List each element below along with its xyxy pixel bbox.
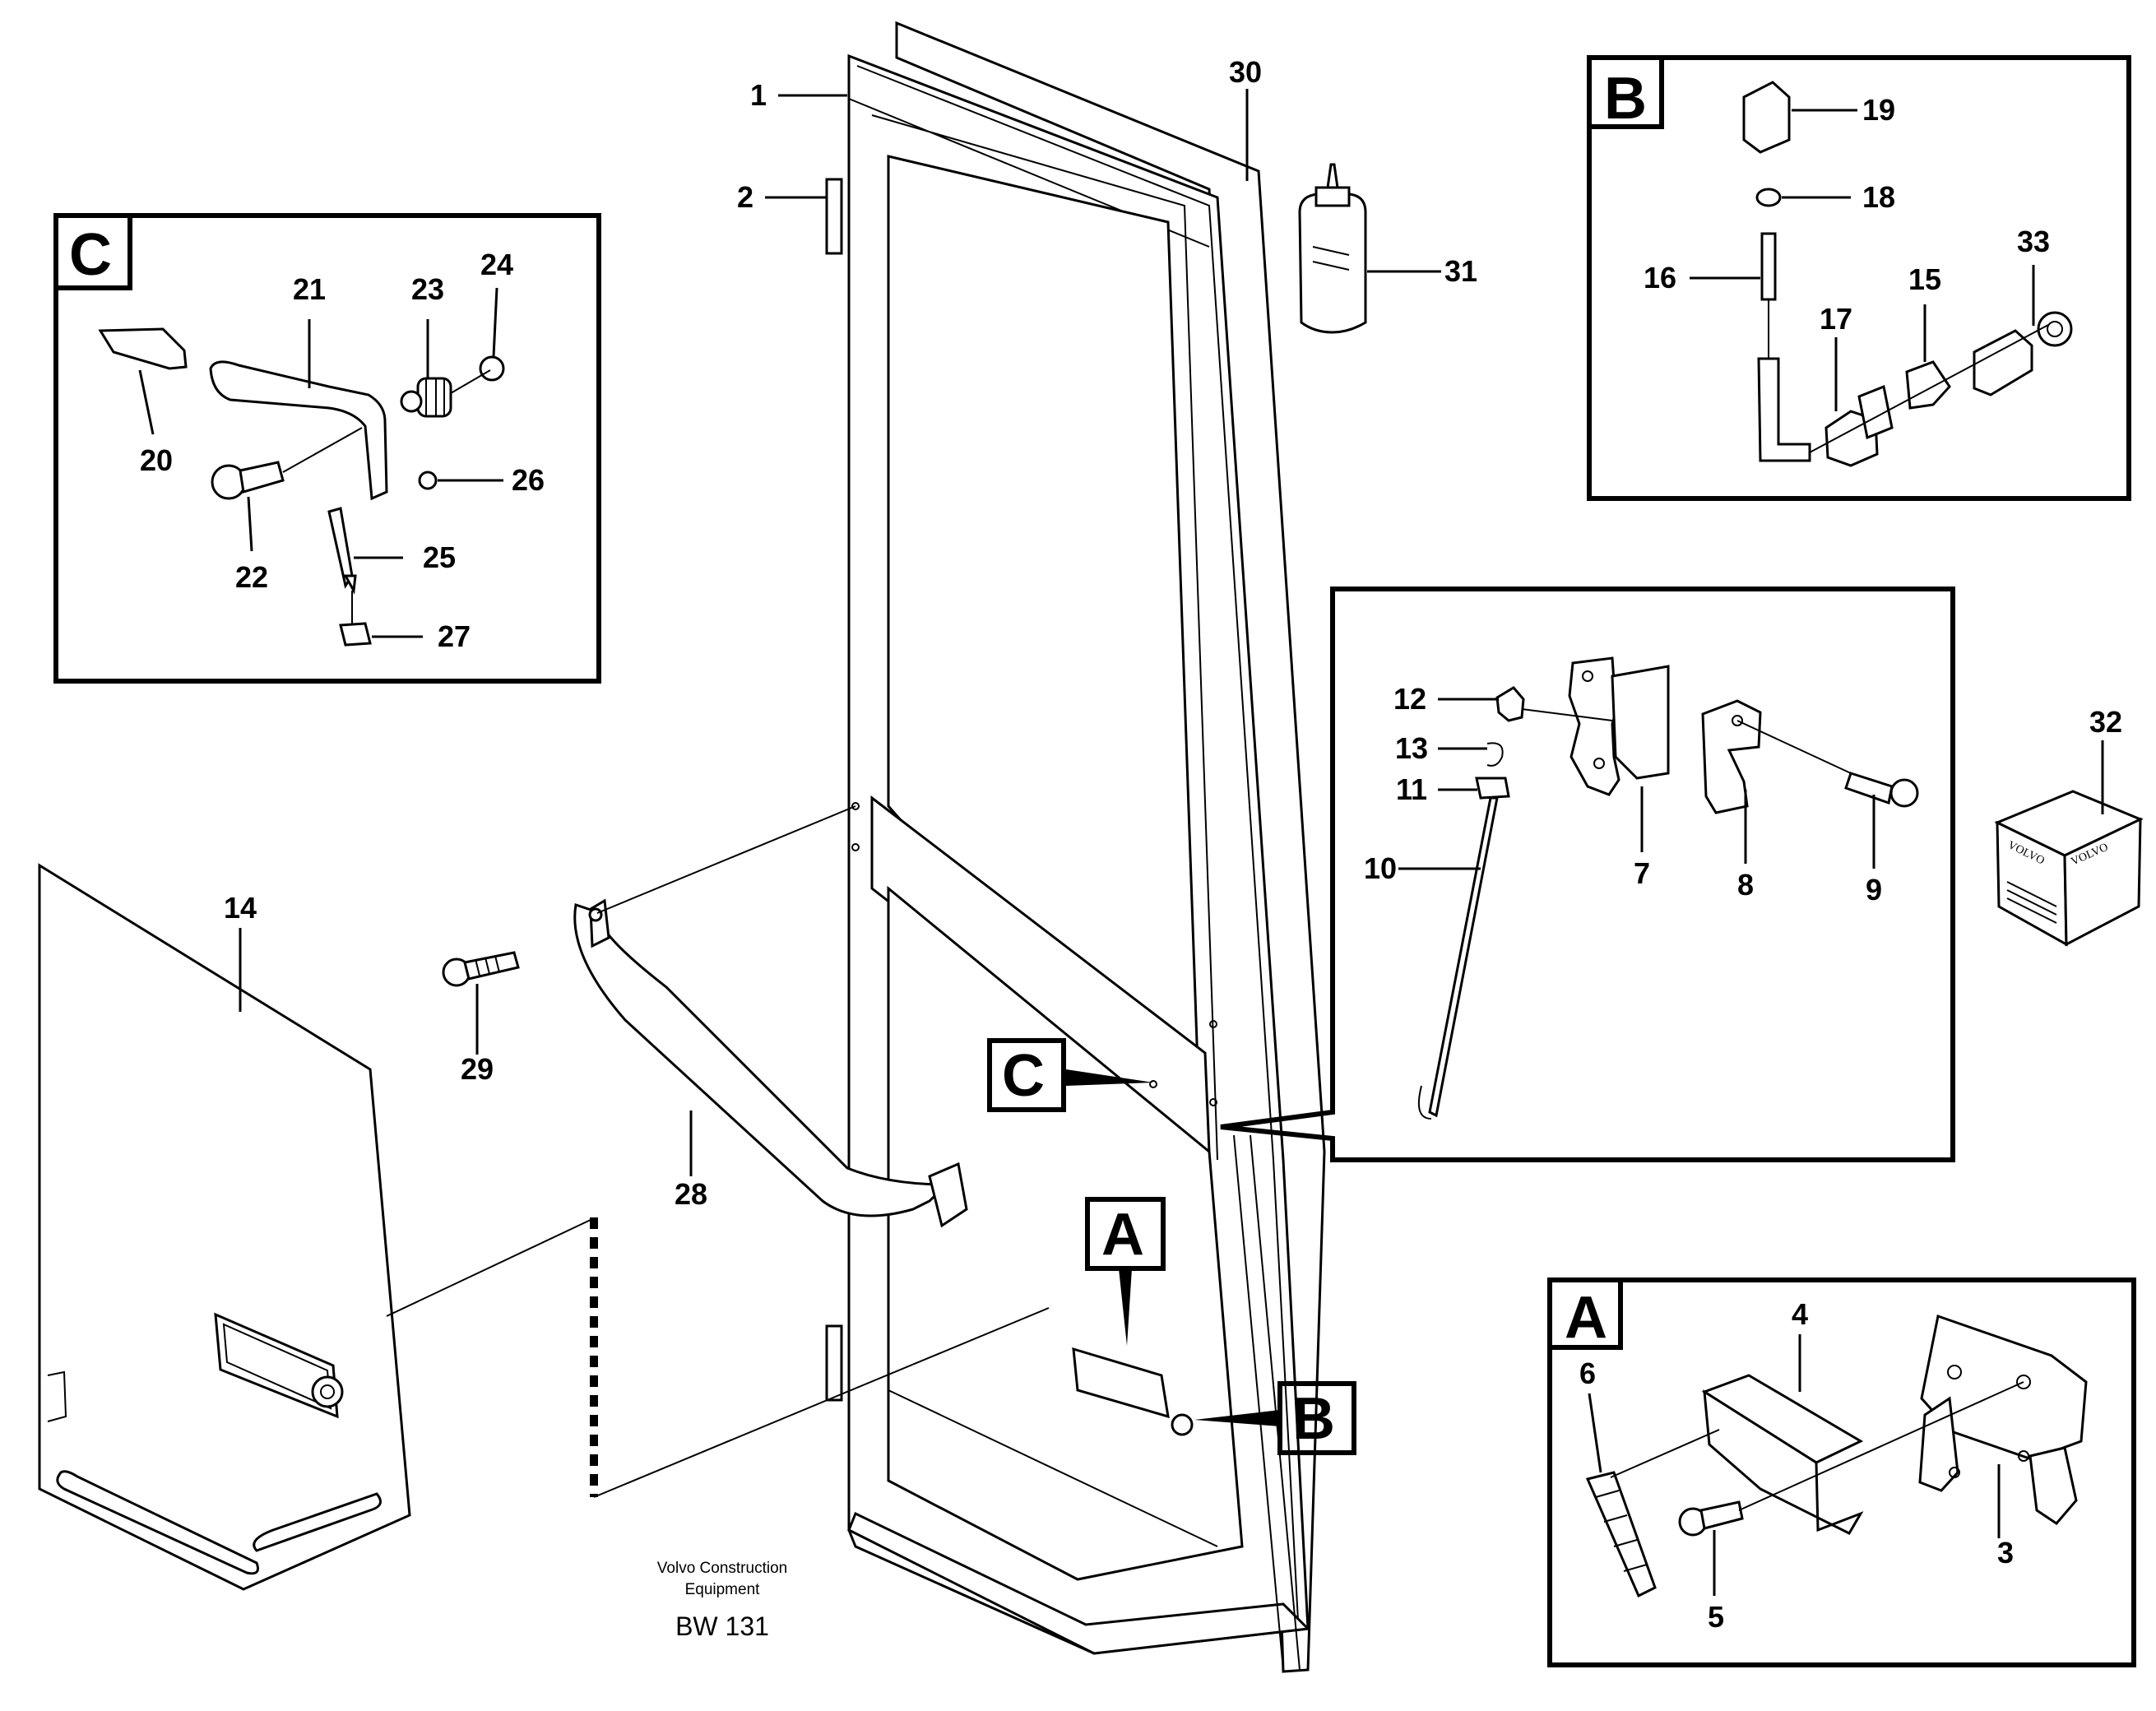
- label-part-24: 24: [480, 248, 513, 281]
- company-line-1: Volvo Construction: [657, 1560, 787, 1577]
- grab-handle: [573, 805, 968, 1228]
- label-part-26: 26: [512, 463, 545, 497]
- callout-b-letter: B: [1292, 1386, 1335, 1452]
- label-part-33: 33: [2017, 225, 2050, 258]
- label-part-12: 12: [1393, 682, 1426, 716]
- door-frame: [825, 21, 1326, 1673]
- label-part-25: 25: [423, 540, 456, 574]
- detail-box-b: [1587, 55, 2131, 501]
- callout-c-letter: C: [1002, 1043, 1045, 1109]
- label-part-30: 30: [1229, 55, 1262, 89]
- label-part-32: 32: [2089, 705, 2122, 739]
- label-part-11: 11: [1396, 772, 1427, 806]
- label-part-9: 9: [1866, 873, 1882, 907]
- label-part-1: 1: [750, 78, 767, 112]
- interior-panel: [38, 863, 1050, 1591]
- label-part-19: 19: [1862, 93, 1895, 127]
- drawing-code: BW 131: [675, 1611, 769, 1641]
- label-part-8: 8: [1737, 868, 1754, 902]
- bolt-29: [442, 951, 520, 987]
- label-part-17: 17: [1820, 302, 1852, 336]
- part-labels: 1 2 3 4 5 6 7 8 9 10 11 12 13 14 15 16 1…: [140, 55, 2122, 1634]
- label-part-4: 4: [1792, 1297, 1808, 1331]
- label-part-13: 13: [1395, 731, 1428, 765]
- label-part-3: 3: [1997, 1536, 2014, 1570]
- label-part-21: 21: [293, 272, 326, 306]
- detail-box-c: [53, 213, 601, 684]
- detail-box-b-letter: B: [1604, 66, 1647, 132]
- label-part-10: 10: [1364, 851, 1397, 885]
- callout-b: B: [1194, 1381, 1356, 1455]
- label-part-22: 22: [235, 560, 268, 594]
- label-part-27: 27: [438, 619, 471, 653]
- company-line-2: Equipment: [685, 1581, 761, 1598]
- label-part-6: 6: [1579, 1356, 1596, 1390]
- detail-box-a-letter: A: [1565, 1285, 1607, 1351]
- label-part-15: 15: [1908, 262, 1941, 296]
- label-part-23: 23: [411, 272, 444, 306]
- label-part-5: 5: [1708, 1600, 1724, 1634]
- label-part-14: 14: [224, 891, 257, 925]
- label-part-2: 2: [737, 180, 753, 214]
- label-part-29: 29: [461, 1052, 494, 1086]
- label-part-16: 16: [1644, 261, 1676, 294]
- label-part-31: 31: [1444, 254, 1477, 288]
- callout-a: A: [1085, 1197, 1166, 1346]
- callout-c: C: [987, 1038, 1153, 1112]
- label-part-7: 7: [1634, 856, 1650, 890]
- detail-box-c-letter: C: [69, 222, 112, 288]
- sealant-bottle: [1298, 163, 1367, 334]
- callout-a-letter: A: [1101, 1202, 1144, 1268]
- detail-box-a: [1547, 1277, 2136, 1667]
- volvo-box: VOLVO VOLVO: [1994, 790, 2144, 947]
- title-block: Volvo Construction Equipment BW 131: [657, 1560, 787, 1641]
- label-part-18: 18: [1862, 180, 1895, 214]
- label-part-20: 20: [140, 443, 173, 477]
- lock-detail: [1220, 587, 1955, 1162]
- label-part-28: 28: [675, 1177, 707, 1211]
- leader-lines: [138, 89, 2104, 1596]
